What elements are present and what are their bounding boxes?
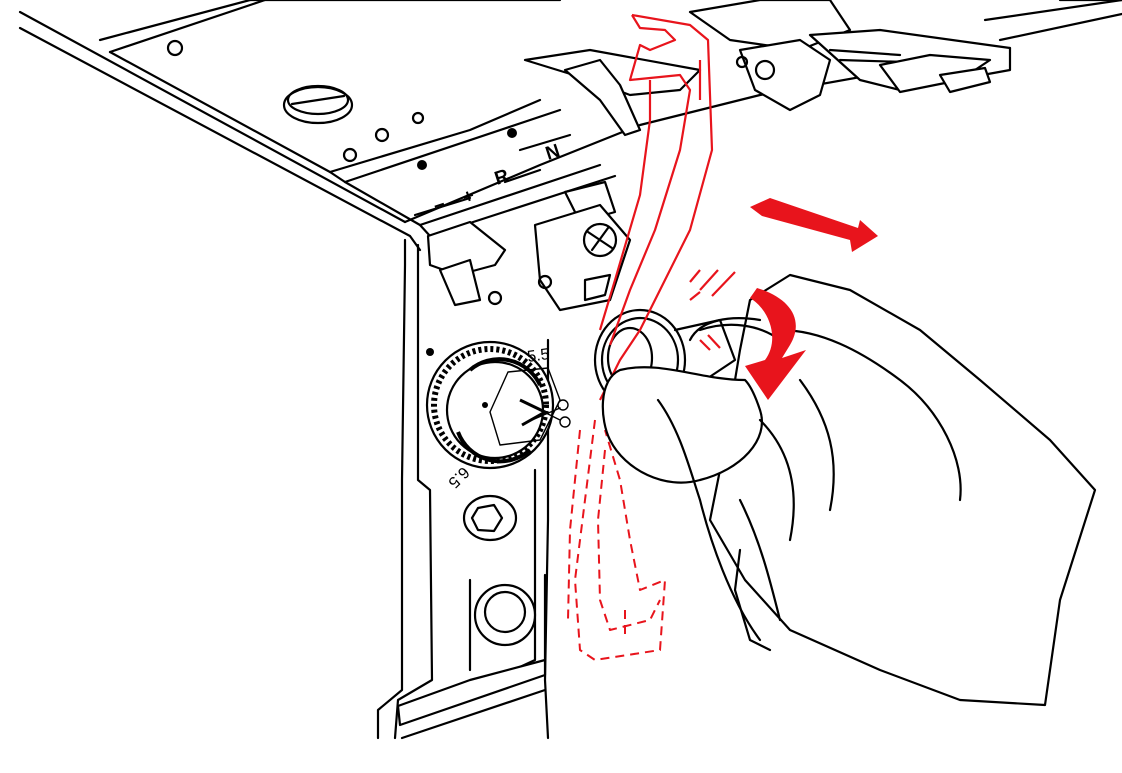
lower-screws [462,494,537,647]
mark-n-label: N [543,141,563,165]
mark-plus-label: + [460,185,477,208]
mark-dot-minus [417,160,427,170]
dial-label-bottom: 6.5 [444,463,472,491]
scissors-icon [519,398,571,428]
side-plate [376,238,550,740]
motion-marks [689,269,736,351]
panel-markings: N R + − [413,128,572,218]
rotation-arrow [745,288,806,400]
looper-lever-target [567,419,666,661]
dial-label-top: 5.5 [526,346,550,366]
presser-foot [523,0,1122,137]
machine-top-plate [18,0,1012,252]
stitch-dial[interactable]: 5.5 6.5 [425,340,561,491]
mark-dot-n [507,128,517,138]
screw-slot-icon [282,84,354,125]
hand [601,273,1097,707]
mark-r-label: R [492,165,512,189]
direction-arrow [750,198,878,252]
looper-lever[interactable] [598,13,714,401]
